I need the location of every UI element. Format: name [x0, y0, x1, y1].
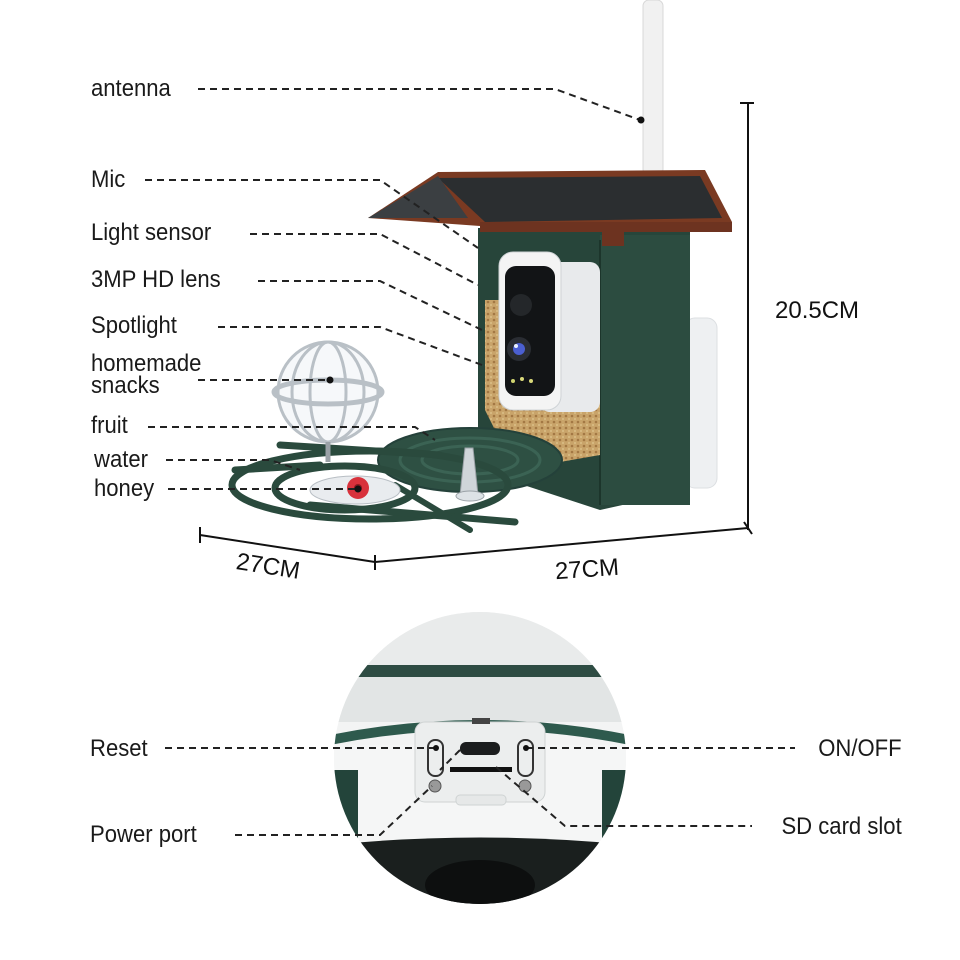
water-spike: [455, 447, 485, 502]
reset-pointer-dot: [433, 745, 439, 751]
label-antenna: antenna: [91, 75, 171, 102]
label-homemade: homemade: [91, 350, 202, 377]
feeding-tray: [228, 427, 563, 533]
antenna-pointer-dot: [637, 116, 645, 124]
label-light-sensor: Light sensor: [91, 219, 212, 246]
feeder-body: [478, 228, 690, 510]
leader-lines-top: [145, 88, 641, 490]
port-detail-closeup: [334, 612, 626, 904]
label-power-port: Power port: [90, 821, 197, 848]
label-snacks: snacks: [91, 372, 160, 399]
dimension-width: 27CM: [554, 553, 620, 586]
onoff-pointer-dot: [523, 745, 529, 751]
label-honey: honey: [94, 475, 155, 502]
label-fruit: fruit: [91, 412, 128, 439]
leader-lines-bottom: [165, 747, 795, 836]
snacks-pointer-dot: [326, 376, 334, 384]
solar-roof: [368, 170, 732, 246]
label-on-off: ON/OFF: [818, 735, 902, 762]
label-lens: 3MP HD lens: [91, 266, 221, 293]
antenna-rod: [642, 0, 664, 176]
label-spotlight: Spotlight: [91, 312, 177, 339]
dimension-height: 20.5CM: [775, 297, 860, 324]
label-water: water: [94, 446, 148, 473]
honey-pointer-dot: [354, 485, 362, 493]
label-mic: Mic: [91, 166, 126, 193]
label-sd-card-slot: SD card slot: [781, 813, 902, 840]
label-reset: Reset: [90, 735, 148, 762]
dimension-lines: [199, 102, 754, 570]
